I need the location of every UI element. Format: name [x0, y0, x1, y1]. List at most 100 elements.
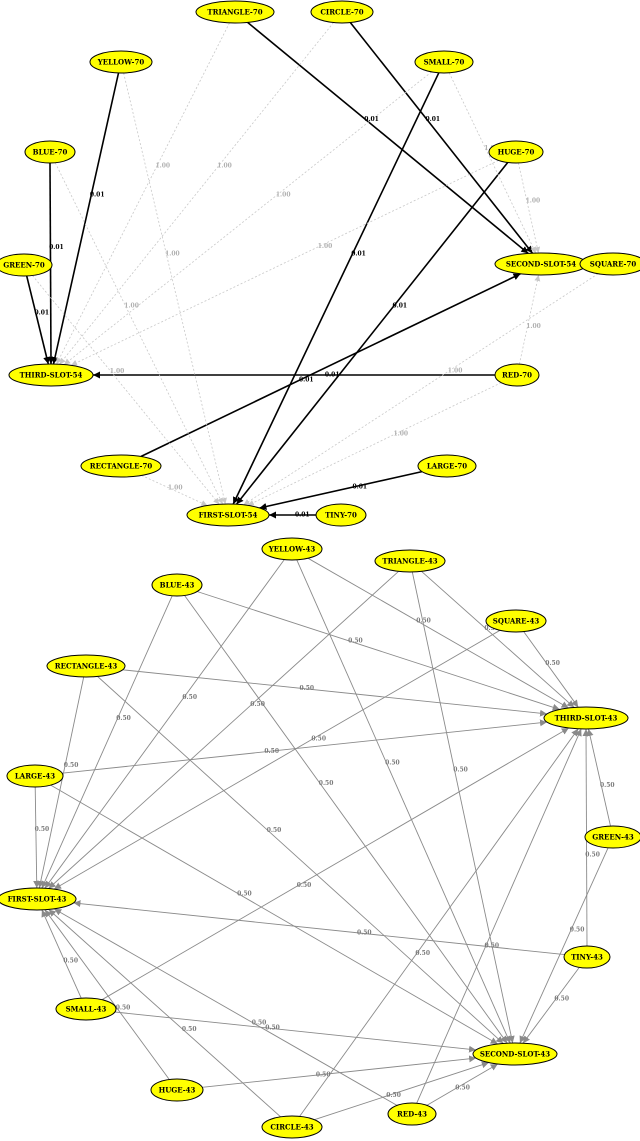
- node-red-70: RED-70: [494, 363, 540, 387]
- node-huge-70: HUGE-70: [488, 140, 544, 164]
- node-ellipse: [195, 0, 275, 24]
- edge-weight-label: 0.50: [116, 715, 131, 722]
- edge-triangle-70-to-second-slot-54: [247, 21, 529, 255]
- node-label: TRIANGLE-70: [207, 8, 262, 17]
- edge-weight-label: 0.01: [325, 372, 340, 379]
- node-ellipse: [472, 1042, 558, 1066]
- node-ellipse: [387, 1102, 437, 1126]
- node-ellipse: [261, 537, 323, 561]
- edge-triangle-43-to-third-slot-43: [421, 571, 575, 708]
- node-label: TRIANGLE-43: [382, 557, 437, 566]
- edge-weight-label: 0.50: [416, 618, 431, 625]
- edge-small-43-to-first-slot-43: [41, 909, 82, 999]
- node-square-70: SQUARE-70: [579, 252, 640, 276]
- edge-weight-label: 0.01: [295, 512, 310, 519]
- node-label: GREEN-70: [3, 261, 45, 270]
- edge-triangle-43-to-second-slot-43: [411, 571, 515, 1044]
- node-ellipse: [485, 609, 547, 633]
- edge-small-70-to-first-slot-54: [232, 72, 440, 505]
- edge-small-70-to-second-slot-54: [448, 72, 537, 254]
- node-label: GREEN-43: [592, 833, 634, 842]
- edge-green-43-to-second-slot-43: [519, 847, 609, 1044]
- node-tiny-43: TINY-43: [563, 945, 611, 969]
- edge-weight-label: 0.50: [237, 890, 252, 897]
- node-third-slot-43: THIRD-SLOT-43: [543, 706, 629, 730]
- edge-weight-label: 1.00: [110, 368, 125, 375]
- node-ellipse: [543, 706, 629, 730]
- node-circle-43: CIRCLE-43: [261, 1115, 323, 1139]
- edge-weight-label: 0.50: [570, 926, 585, 933]
- edge-red-43-to-second-slot-43: [426, 1063, 499, 1106]
- edge-weight-label: 0.50: [35, 826, 50, 833]
- node-label: SQUARE-43: [493, 617, 540, 626]
- node-ellipse: [374, 549, 446, 573]
- node-first-slot-54: FIRST-SLOT-54: [186, 503, 270, 527]
- node-third-slot-54: THIRD-SLOT-54: [8, 363, 94, 387]
- node-huge-43: HUGE-43: [150, 1078, 204, 1102]
- edge-red-70-to-first-slot-54: [247, 382, 502, 506]
- node-ellipse: [80, 454, 162, 478]
- node-green-43: GREEN-43: [584, 825, 640, 849]
- node-label: BLUE-43: [160, 581, 195, 590]
- edge-huge-70-to-first-slot-54: [235, 162, 509, 505]
- node-ellipse: [24, 140, 76, 164]
- edge-weight-label: 0.50: [63, 958, 78, 965]
- edge-weight-label: 0.50: [319, 780, 334, 787]
- edge-yellow-43-to-first-slot-43: [44, 559, 285, 889]
- edge-weight-label: 1.00: [318, 243, 333, 250]
- node-label: TINY-43: [571, 953, 603, 962]
- edge-rectangle-43-to-second-slot-43: [97, 676, 504, 1044]
- edge-weight-label: 0.01: [364, 116, 379, 123]
- edge-huge-70-to-second-slot-54: [518, 162, 541, 254]
- edge-weight-label: 1.00: [526, 323, 541, 330]
- edge-weight-label: 0.50: [600, 782, 615, 789]
- node-label: CIRCLE-70: [320, 8, 363, 17]
- edge-blue-43-to-third-slot-43: [196, 591, 560, 711]
- node-second-slot-54: SECOND-SLOT-54: [494, 252, 588, 276]
- edge-weight-label: 0.50: [385, 759, 400, 766]
- edge-weight-label: 0.50: [386, 1092, 401, 1099]
- edge-yellow-43-to-second-slot-43: [296, 559, 511, 1044]
- edge-circle-70-to-third-slot-54: [59, 22, 334, 365]
- node-label: SMALL-43: [66, 1005, 107, 1014]
- edge-weight-label: 1.00: [448, 367, 463, 374]
- node-rectangle-43: RECTANGLE-43: [46, 654, 126, 678]
- node-tiny-70: TINY-70: [315, 503, 367, 527]
- node-ellipse: [150, 1078, 204, 1102]
- node-blue-70: BLUE-70: [24, 140, 76, 164]
- node-label: BLUE-70: [33, 148, 68, 157]
- edge-yellow-70-to-third-slot-54: [51, 72, 120, 365]
- edge-huge-43-to-first-slot-43: [44, 909, 170, 1080]
- edge-tiny-43-to-second-slot-43: [522, 967, 580, 1044]
- node-label: SMALL-70: [424, 58, 465, 67]
- node-label: RECTANGLE-43: [55, 662, 118, 671]
- node-rectangle-70: RECTANGLE-70: [80, 454, 162, 478]
- edge-weight-label: 0.50: [484, 943, 499, 950]
- node-label: LARGE-43: [15, 772, 55, 781]
- node-label: LARGE-70: [427, 462, 467, 471]
- edge-blue-70-to-first-slot-54: [54, 162, 224, 505]
- node-label: YELLOW-43: [268, 545, 316, 554]
- edge-green-70-to-third-slot-54: [25, 275, 51, 365]
- node-large-70: LARGE-70: [417, 454, 477, 478]
- node-yellow-43: YELLOW-43: [261, 537, 323, 561]
- edge-weight-label: 0.01: [49, 244, 64, 251]
- edge-weight-label: 0.50: [357, 929, 372, 936]
- node-square-43: SQUARE-43: [485, 609, 547, 633]
- node-ellipse: [6, 764, 64, 788]
- node-label: HUGE-70: [498, 148, 535, 157]
- edge-weight-label: 0.50: [455, 1085, 470, 1092]
- node-ellipse: [0, 887, 77, 911]
- node-ellipse: [89, 50, 153, 74]
- node-ellipse: [261, 1115, 323, 1139]
- edge-weight-label: 0.01: [90, 192, 105, 199]
- node-ellipse: [8, 363, 94, 387]
- edge-huge-70-to-third-slot-54: [70, 160, 499, 366]
- node-label: THIRD-SLOT-43: [555, 714, 618, 723]
- edge-weight-label: 0.50: [267, 827, 282, 834]
- edge-weight-label: 0.50: [484, 625, 499, 632]
- edge-circle-43-to-third-slot-43: [299, 728, 579, 1117]
